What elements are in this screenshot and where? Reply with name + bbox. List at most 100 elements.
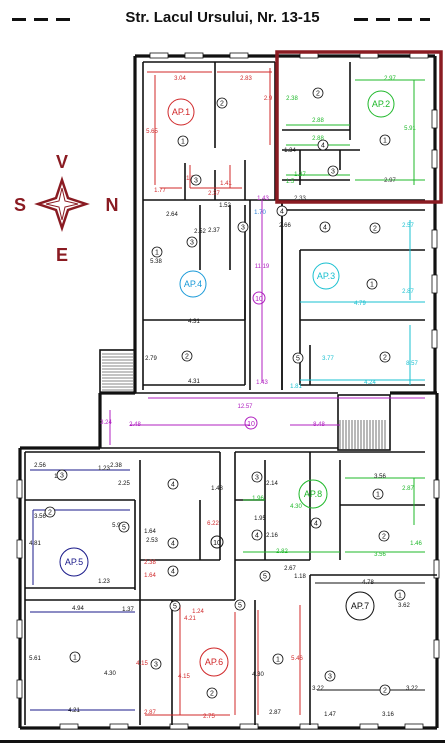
compass-east-label: E — [56, 245, 68, 265]
dimension-label: 2.53 — [146, 538, 158, 544]
dimension-label: 1.95 — [254, 516, 266, 522]
dimension-label: 1.23 — [98, 579, 110, 585]
dimension-label: 2.52 — [194, 229, 206, 235]
room-number-label: 1 — [181, 139, 185, 146]
room-number-marker — [324, 670, 336, 682]
dimension-label: 1.70 — [254, 210, 266, 216]
dimension-label: 6.22 — [207, 521, 219, 527]
compass-rose-inner — [45, 187, 79, 221]
room-number-marker — [259, 570, 271, 582]
room-number-label: 3 — [60, 473, 64, 480]
dimension-label: 1.41 — [220, 181, 232, 187]
dimension-label: 4.30 — [104, 671, 116, 677]
dimension-label: 1.64 — [144, 529, 156, 535]
room-number-label: 3 — [255, 475, 259, 482]
room-number-marker — [186, 236, 198, 248]
dimension-label: 4.81 — [29, 541, 41, 547]
dimension-label: 3.77 — [322, 356, 334, 362]
room-number-marker — [378, 530, 390, 542]
dimension-label: 2.97 — [384, 76, 396, 82]
apartment-marker — [167, 98, 195, 126]
room-number-label: 3 — [241, 225, 245, 232]
dimension-label: 5.91 — [404, 126, 416, 132]
room-number-label: 2 — [220, 101, 224, 108]
apartment-label: AP.8 — [304, 489, 322, 499]
apartment-marker — [199, 647, 229, 677]
dimension-label: 4.79 — [354, 301, 366, 307]
corridor-number-label: 10 — [213, 540, 221, 547]
window-mark — [239, 723, 259, 730]
dimension-label: 3.56 — [374, 474, 386, 480]
dimension-label: 3.16 — [382, 712, 394, 718]
compass-south-label: S — [14, 195, 26, 215]
room-number-marker — [292, 352, 304, 364]
dimension-label: 1.18 — [294, 574, 306, 580]
window-mark — [16, 619, 23, 639]
dimension-label: 2.38 — [144, 560, 156, 566]
dimension-label: 1.81 — [290, 384, 302, 390]
dimension-label: 1.47 — [324, 712, 336, 718]
window-mark — [169, 723, 189, 730]
dimension-label: 3.04 — [174, 76, 186, 82]
dimension-label: 2.14 — [266, 481, 278, 487]
room-number-marker — [151, 246, 163, 258]
dimension-label: 11.19 — [255, 264, 270, 270]
apartment-marker — [312, 262, 340, 290]
room-number-label: 3 — [190, 240, 194, 247]
window-mark — [109, 723, 129, 730]
room-number-label: 2 — [373, 226, 377, 233]
stair-box — [99, 349, 136, 394]
dimension-label: 2.87 — [144, 710, 156, 716]
dimension-label: 2.38 — [110, 463, 122, 469]
title-dash — [34, 18, 48, 21]
dimension-label: 5.61 — [29, 656, 41, 662]
dimension-label: 1.52 — [219, 203, 231, 209]
title-bar: Str. Lacul Ursului, Nr. 13-15 — [0, 6, 445, 32]
room-number-label: 5 — [173, 604, 177, 611]
dimension-label: 4.15 — [178, 674, 190, 680]
dimension-label: 2.88 — [312, 136, 324, 142]
dimension-label: 2.82 — [276, 549, 288, 555]
room-number-label: 2 — [210, 691, 214, 698]
dimension-label: 2.97 — [384, 178, 396, 184]
title-dash — [420, 18, 430, 21]
dimension-label: 5.46 — [291, 656, 303, 662]
room-number-label: 1 — [398, 593, 402, 600]
window-mark — [16, 539, 23, 559]
window-mark — [149, 52, 169, 59]
dimension-label: 2.87 — [269, 710, 281, 716]
dimension-label: 4.15 — [136, 661, 148, 667]
room-number-label: 2 — [48, 510, 52, 517]
highlight-frame — [275, 50, 443, 204]
dimension-label: 1.43 — [257, 196, 269, 202]
window-mark — [431, 109, 438, 129]
dimension-label: 2.16 — [266, 533, 278, 539]
dimension-label: 2.37 — [208, 191, 220, 197]
dimension-label: 5.99 — [112, 523, 124, 529]
dimension-label: 4.94 — [72, 606, 84, 612]
room-number-label: 4 — [171, 541, 175, 548]
room-number-marker — [167, 537, 179, 549]
corridor-marker — [210, 535, 224, 549]
dimension-label: 1.48 — [211, 486, 223, 492]
room-number-label: 2 — [383, 355, 387, 362]
room-number-marker — [69, 651, 81, 663]
room-number-label: 2 — [383, 688, 387, 695]
room-number-marker — [251, 471, 263, 483]
room-number-label: 2 — [316, 91, 320, 98]
room-number-marker — [206, 687, 218, 699]
dimension-label: 1.37 — [122, 607, 134, 613]
compass-rose — [34, 176, 90, 232]
apartment-marker — [179, 270, 207, 298]
dimension-label: 2.38 — [286, 96, 298, 102]
room-number-marker — [379, 351, 391, 363]
dimension-label: 2.56 — [34, 463, 46, 469]
window-mark — [433, 479, 440, 499]
floor-plan: 3.042.832.95.651.561.412.371.772.975.912… — [14, 50, 443, 730]
dimension-label: 3.56 — [34, 514, 46, 520]
room-number-label: 5 — [263, 574, 267, 581]
window-mark — [16, 679, 23, 699]
dimension-label: 1.37 — [294, 172, 306, 178]
dimension-label: 2.33 — [294, 196, 306, 202]
dimension-label: 2.88 — [312, 118, 324, 124]
